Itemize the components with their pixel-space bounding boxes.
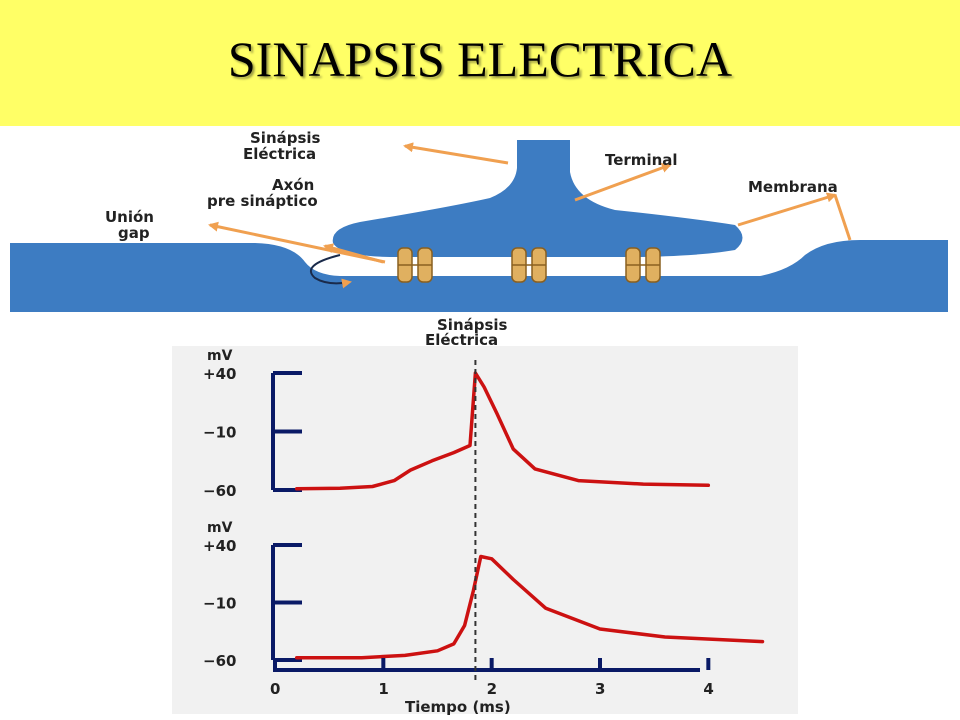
arrow-sinapsis [403, 142, 509, 165]
annotation-arrows [208, 142, 852, 264]
voltage-trace-1 [294, 371, 711, 491]
x-tick-label-2: 2 [487, 680, 497, 698]
y-tick-label-1-1: −10 [203, 424, 236, 442]
gap-junction-2 [511, 247, 547, 283]
slide-title: SINAPSIS ELECTRICA [227, 31, 733, 87]
label-pre-sinaptico: pre sináptico [207, 192, 318, 210]
label-gap: gap [118, 224, 150, 242]
arrow-membrana-1 [737, 192, 837, 227]
graph-caption-line2: Eléctrica [425, 331, 498, 349]
gap-junction-3 [625, 247, 661, 283]
y-tick-label-2-0: +40 [203, 537, 236, 555]
y-tick-label-1-2: −60 [203, 482, 236, 500]
label-terminal: Terminal [605, 151, 678, 169]
synapse-illustration [10, 140, 948, 312]
y-axis-unit-2: mV [207, 520, 233, 536]
graph-caption-line1: Sinápsis [437, 316, 508, 334]
curved-arrow-icon [309, 254, 352, 289]
y-tick-label-1-0: +40 [203, 365, 236, 383]
x-tick-label-0: 0 [270, 680, 280, 698]
label-sinapsis: Sinápsis [250, 129, 321, 147]
label-union: Unión [105, 208, 154, 226]
x-axis-label: Tiempo (ms) [405, 698, 511, 716]
voltage-trace-2 [294, 554, 765, 660]
title-banner: SINAPSIS ELECTRICA [0, 0, 960, 126]
arrow-terminal [574, 163, 672, 202]
label-membrana: Membrana [748, 178, 838, 196]
label-axon: Axón [272, 176, 314, 194]
graph-panel [172, 346, 798, 714]
presynaptic-terminal [332, 140, 743, 257]
y-tick-label-2-2: −60 [203, 652, 236, 670]
diagram-labels: Sinápsis Eléctrica Axón pre sináptico Un… [105, 129, 838, 349]
arrow-membrana-2 [833, 194, 852, 241]
x-tick-label-3: 3 [595, 680, 605, 698]
y-tick-label-2-1: −10 [203, 595, 236, 613]
y-axis-unit-1: mV [207, 348, 233, 364]
x-tick-label-1: 1 [378, 680, 388, 698]
gap-junction-1 [397, 247, 433, 283]
x-tick-label-4: 4 [703, 680, 713, 698]
arrow-union-gap [208, 221, 386, 264]
label-electrica: Eléctrica [243, 145, 316, 163]
